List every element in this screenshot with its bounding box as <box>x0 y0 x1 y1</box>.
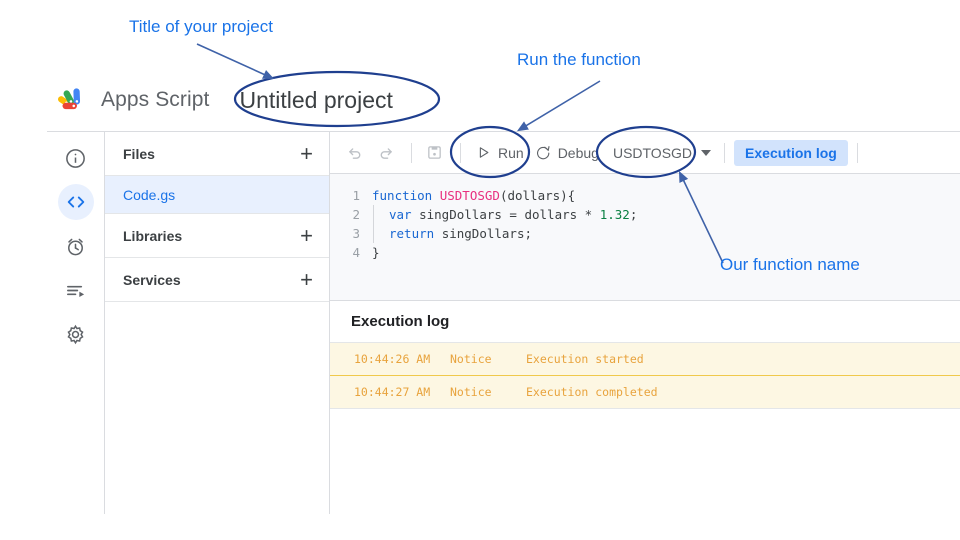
libraries-section-header: Libraries + <box>105 214 329 258</box>
run-button[interactable]: Run <box>470 139 530 167</box>
sidebar-item-executions[interactable] <box>58 272 94 308</box>
execution-log-title: Execution log <box>330 301 960 343</box>
project-title[interactable]: Untitled project <box>239 86 393 113</box>
info-circle-icon <box>66 148 85 168</box>
line-number: 4 <box>352 245 360 260</box>
function-select[interactable]: USDTOSGD <box>605 139 715 167</box>
sidebar-item-triggers[interactable] <box>58 228 94 264</box>
libraries-header-label: Libraries <box>123 227 183 244</box>
brand-name: Apps Script <box>101 88 210 111</box>
toolbar-divider-3 <box>724 142 726 163</box>
log-row-level: Notice <box>450 352 492 366</box>
code-line: 2 var singDollars = dollars * 1.32; <box>330 205 960 224</box>
undo-arrow-icon <box>348 148 360 159</box>
log-row-message: Execution completed <box>526 385 658 399</box>
code-token: USDTOSGD <box>439 188 500 203</box>
toolbar-divider-1 <box>411 142 412 163</box>
annotation-label-run: Run the function <box>517 50 641 69</box>
undo-button[interactable] <box>342 140 368 166</box>
execution-log-row: 10:44:27 AM Notice Execution completed <box>330 376 960 409</box>
save-disk-icon <box>427 146 441 159</box>
log-row-time: 10:44:27 AM <box>354 385 431 399</box>
files-header-label: Files <box>123 145 155 162</box>
annotation-label-function-name: Our function name <box>720 255 860 274</box>
brand-header: Apps Script Untitled project <box>0 76 960 124</box>
add-file-button[interactable]: + <box>300 140 313 166</box>
code-line-text: } <box>372 243 380 262</box>
file-item-code-gs[interactable]: Code.gs <box>105 176 329 214</box>
code-token: function <box>372 188 440 203</box>
editor-toolbar: Run Debug USDTOSGD Execution log <box>330 132 960 174</box>
line-number: 3 <box>352 226 360 241</box>
left-nav-rail <box>47 132 104 514</box>
gear-icon <box>67 324 84 344</box>
code-line: 3 return singDollars; <box>330 224 960 243</box>
execution-log-row: 10:44:26 AM Notice Execution started <box>330 343 960 376</box>
code-line-text: var singDollars = dollars * 1.32; <box>373 205 637 224</box>
services-section-header: Services + <box>105 258 329 302</box>
code-line: 1 function USDTOSGD(dollars){ <box>330 186 960 205</box>
save-button[interactable] <box>421 140 447 166</box>
app-frame: Files + Code.gs Libraries + Services + <box>47 131 960 514</box>
files-panel: Files + Code.gs Libraries + Services + <box>104 132 330 514</box>
add-service-button[interactable]: + <box>300 266 313 292</box>
apps-script-logo-icon <box>58 88 81 110</box>
sidebar-item-overview[interactable] <box>58 140 94 176</box>
chevron-down-icon <box>701 149 712 156</box>
debug-button-label: Debug <box>557 144 599 161</box>
code-token: ; <box>629 207 638 222</box>
code-brackets-icon <box>67 196 84 208</box>
debug-bug-icon <box>536 146 550 160</box>
line-number: 1 <box>352 188 360 203</box>
sidebar-item-project-settings[interactable] <box>58 316 94 352</box>
annotation-arrow-project-title <box>196 43 275 79</box>
code-token: var <box>389 207 420 222</box>
toolbar-divider-2 <box>460 142 461 163</box>
code-token: 1.32 <box>599 207 630 222</box>
add-library-button[interactable]: + <box>300 222 313 248</box>
services-header-label: Services <box>123 271 181 288</box>
code-line: 4} <box>330 243 960 262</box>
function-select-value: USDTOSGD <box>612 144 693 161</box>
code-token: (dollars){ <box>499 188 576 203</box>
log-row-message: Execution started <box>526 352 644 366</box>
code-token: singDollars; <box>441 226 532 241</box>
alarm-clock-icon <box>68 238 83 255</box>
executions-list-icon <box>67 285 85 297</box>
code-editor[interactable]: 1 function USDTOSGD(dollars){ 2 var singDol… <box>330 174 960 301</box>
code-token: return <box>389 226 442 241</box>
debug-button[interactable]: Debug <box>530 139 605 167</box>
redo-arrow-icon <box>380 148 392 159</box>
log-row-time: 10:44:26 AM <box>354 352 431 366</box>
file-item-label: Code.gs <box>123 186 176 203</box>
code-token: } <box>372 245 380 260</box>
editor-column: Run Debug USDTOSGD Execution log <box>330 132 960 514</box>
line-number: 2 <box>352 207 360 222</box>
toolbar-divider-4 <box>856 142 858 163</box>
sidebar-item-editor[interactable] <box>57 184 94 220</box>
annotation-label-project-title: Title of your project <box>129 17 273 36</box>
play-triangle-icon <box>479 147 489 158</box>
code-line-text: function USDTOSGD(dollars){ <box>372 186 575 205</box>
run-button-label: Run <box>498 144 524 161</box>
redo-button[interactable] <box>372 140 398 166</box>
log-row-level: Notice <box>450 385 492 399</box>
code-line-text: return singDollars; <box>373 224 532 243</box>
files-section-header: Files + <box>105 132 329 176</box>
execution-log-button[interactable]: Execution log <box>734 139 848 166</box>
code-token: singDollars = dollars * <box>419 207 600 222</box>
